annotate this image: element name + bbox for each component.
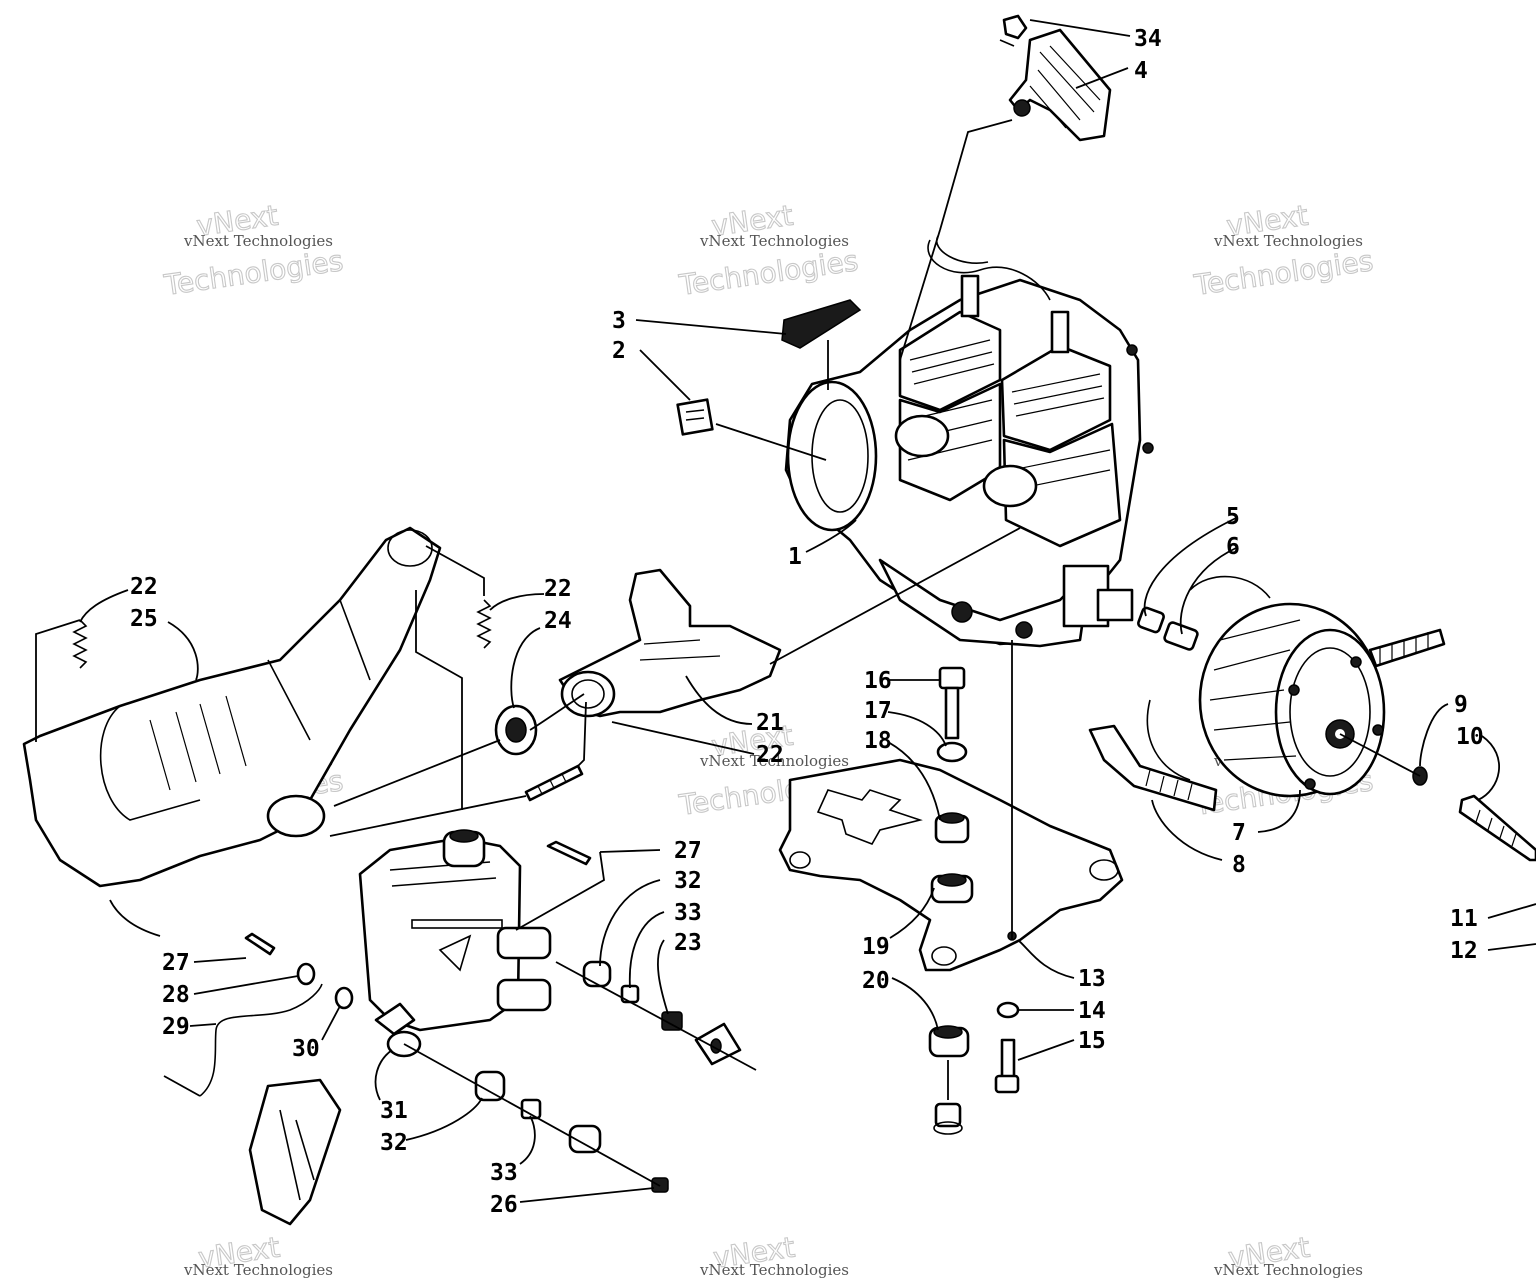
svg-text:vNext Technologies: vNext Technologies <box>183 1261 333 1279</box>
part-10-bolt <box>1458 794 1536 862</box>
part-6-sleeve <box>1163 621 1199 651</box>
callout-9: 9 <box>1454 692 1468 718</box>
callout-labels: 34 4 3 2 1 5 6 22 25 22 24 21 22 16 17 1… <box>130 26 1484 1218</box>
watermark-top-right: vNext Technologies vNext Technologies <box>1191 198 1376 302</box>
part-15-bolt <box>994 1038 1020 1094</box>
part-2-decal <box>676 398 714 436</box>
part-31-tube <box>248 1078 342 1226</box>
part-18-spacer <box>934 812 970 844</box>
watermark-bottom-left: vNext vNext Technologies <box>183 1230 333 1279</box>
part-22-spring-right <box>476 599 492 649</box>
svg-text:vNext Technologies: vNext Technologies <box>699 232 849 250</box>
part-34-clip <box>999 14 1028 47</box>
part-16-bolt <box>938 666 966 740</box>
part-30-washer <box>334 986 354 1010</box>
callout-25: 25 <box>130 606 158 632</box>
callout-4: 4 <box>1134 58 1148 84</box>
part-14-washer <box>996 1001 1020 1019</box>
callout-2: 2 <box>612 338 626 364</box>
callout-22-muffler: 22 <box>130 574 158 600</box>
part-27-bolt-upper <box>546 840 592 866</box>
part-19-isolator <box>930 873 974 904</box>
callout-27-upper: 27 <box>674 838 702 864</box>
callout-6: 6 <box>1226 534 1240 560</box>
watermark-bottom-center: vNext vNext Technologies <box>699 1230 849 1279</box>
part-22-spring-left <box>72 619 88 669</box>
callout-8: 8 <box>1232 852 1246 878</box>
callout-3: 3 <box>612 308 626 334</box>
leader-lines <box>35 19 1536 1203</box>
callout-34: 34 <box>1134 26 1162 52</box>
part-17-washer <box>936 741 968 763</box>
callout-15: 15 <box>1078 1028 1106 1054</box>
callout-10: 10 <box>1456 724 1484 750</box>
callout-7: 7 <box>1232 820 1246 846</box>
part-drawings <box>22 14 1536 1226</box>
svg-text:vNext Technologies: vNext Technologies <box>699 752 849 770</box>
callout-12: 12 <box>1450 938 1478 964</box>
part-29-hose <box>199 983 323 1097</box>
callout-5: 5 <box>1226 504 1240 530</box>
part-13-mount-plate <box>778 758 1124 972</box>
part-27-bolt-lower <box>244 932 276 956</box>
callout-22-spring: 22 <box>544 576 572 602</box>
part-24-gasket <box>494 704 538 756</box>
callout-18: 18 <box>864 728 892 754</box>
callout-29: 29 <box>162 1014 190 1040</box>
callout-32-lower: 32 <box>380 1130 408 1156</box>
part-21-exhaust-manifold <box>558 568 782 718</box>
part-1-engine <box>784 235 1154 648</box>
svg-text:Technologies: Technologies <box>161 244 345 302</box>
callout-16: 16 <box>864 668 892 694</box>
watermark-bottom-right: vNext vNext Technologies <box>1213 1230 1363 1279</box>
part-25-muffler <box>22 526 442 888</box>
watermark-top-left: vNext Technologies vNext Technologies <box>161 198 346 302</box>
watermark-top-center: vNext Technologies vNext Technologies <box>676 198 861 302</box>
callout-13: 13 <box>1078 966 1106 992</box>
callout-28: 28 <box>162 982 190 1008</box>
callout-26: 26 <box>490 1192 518 1218</box>
svg-text:vNext Technologies: vNext Technologies <box>1213 1261 1363 1279</box>
svg-text:vNext Technologies: vNext Technologies <box>1213 232 1363 250</box>
part-32-grommet-upper <box>582 960 612 988</box>
svg-text:vNext Technologies: vNext Technologies <box>699 1261 849 1279</box>
callout-32-upper: 32 <box>674 868 702 894</box>
part-7-drive-clutch <box>1146 575 1386 798</box>
callout-21: 21 <box>756 710 784 736</box>
svg-text:vNext Technologies: vNext Technologies <box>183 232 333 250</box>
callout-33-upper: 33 <box>674 900 702 926</box>
callout-1: 1 <box>788 544 802 570</box>
part-28-washer <box>296 962 316 986</box>
callout-14: 14 <box>1078 998 1106 1024</box>
part-20-mount <box>928 1025 970 1135</box>
callout-24: 24 <box>544 608 572 634</box>
part-32-grommet-lower <box>474 1070 506 1102</box>
callout-22-manifold: 22 <box>756 742 784 768</box>
part-8-belt <box>1088 628 1446 812</box>
svg-text:Technologies: Technologies <box>1191 244 1375 302</box>
callout-27-lower: 27 <box>162 950 190 976</box>
callout-19: 19 <box>862 934 890 960</box>
svg-text:Technologies: Technologies <box>676 244 860 302</box>
callout-23: 23 <box>674 930 702 956</box>
callout-33-lower: 33 <box>490 1160 518 1186</box>
callout-20: 20 <box>862 968 890 994</box>
part-22-spring-center <box>524 764 584 802</box>
part-4-bracket <box>1008 28 1112 142</box>
callout-30: 30 <box>292 1036 320 1062</box>
part-5-spacer <box>1137 606 1165 634</box>
part-3-decal <box>781 299 862 349</box>
callout-31: 31 <box>380 1098 408 1124</box>
callout-17: 17 <box>864 698 892 724</box>
intake-silencer <box>358 829 552 1058</box>
part-23-nut <box>661 1011 742 1066</box>
callout-11: 11 <box>1450 906 1478 932</box>
